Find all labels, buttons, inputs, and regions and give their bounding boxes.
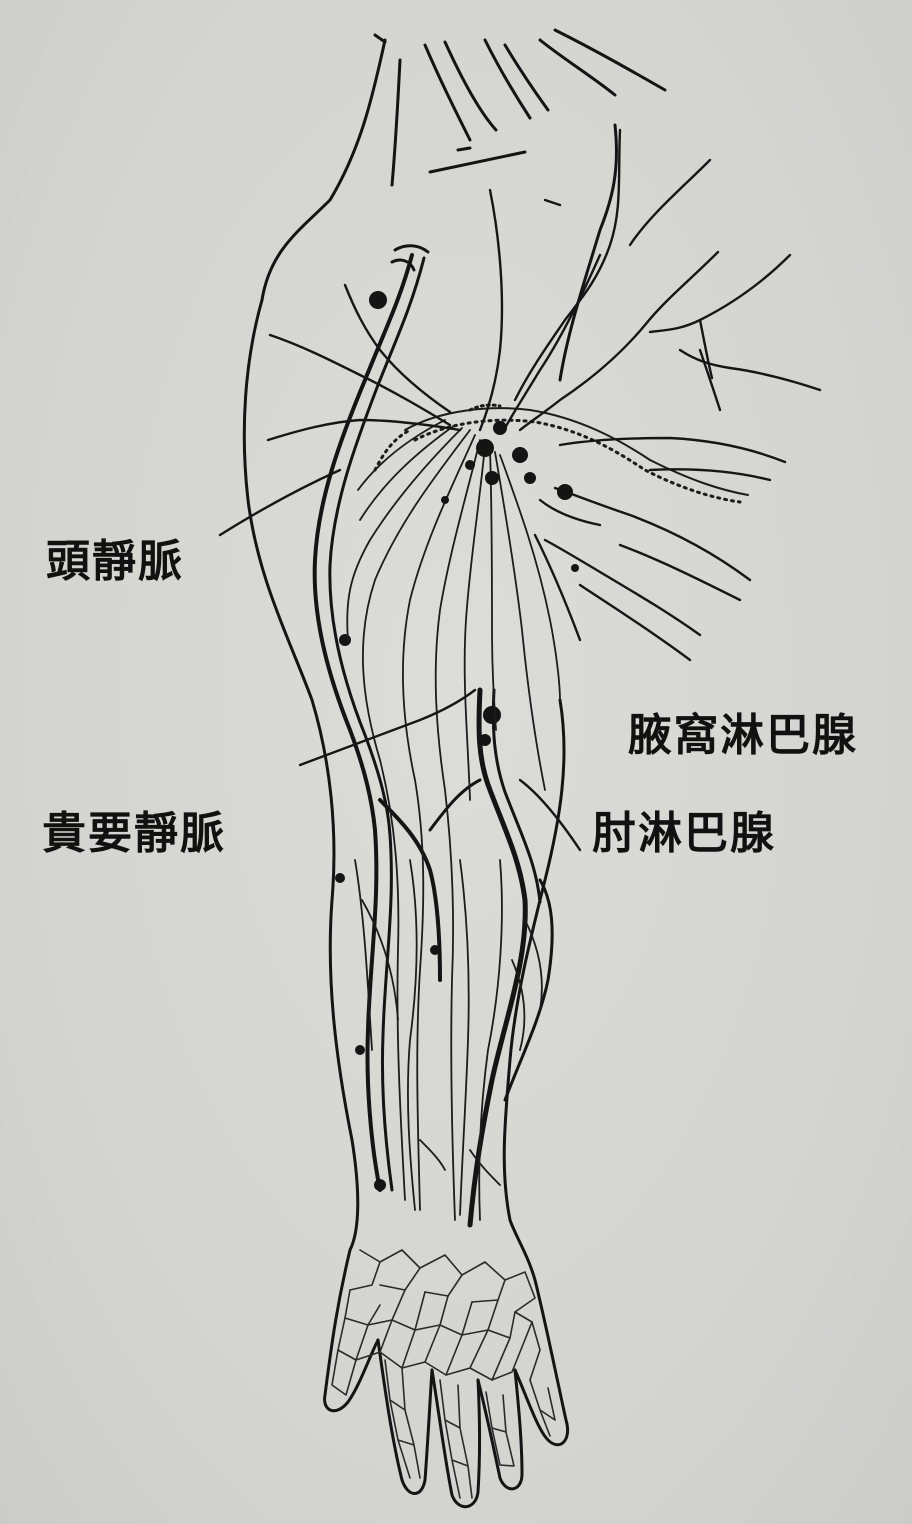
axillary-lymph-nodes-label: 腋窩淋巴腺 [628,714,858,758]
arm-outline [244,125,616,1250]
cephalic-vein-label: 頭靜脈 [46,540,184,584]
median-vein-label: 貴要靜脈 [42,812,226,856]
axillary-lymph-nodes [441,421,579,572]
hand [325,1220,568,1507]
cubital-lymph-nodes-label: 肘淋巴腺 [592,812,776,856]
